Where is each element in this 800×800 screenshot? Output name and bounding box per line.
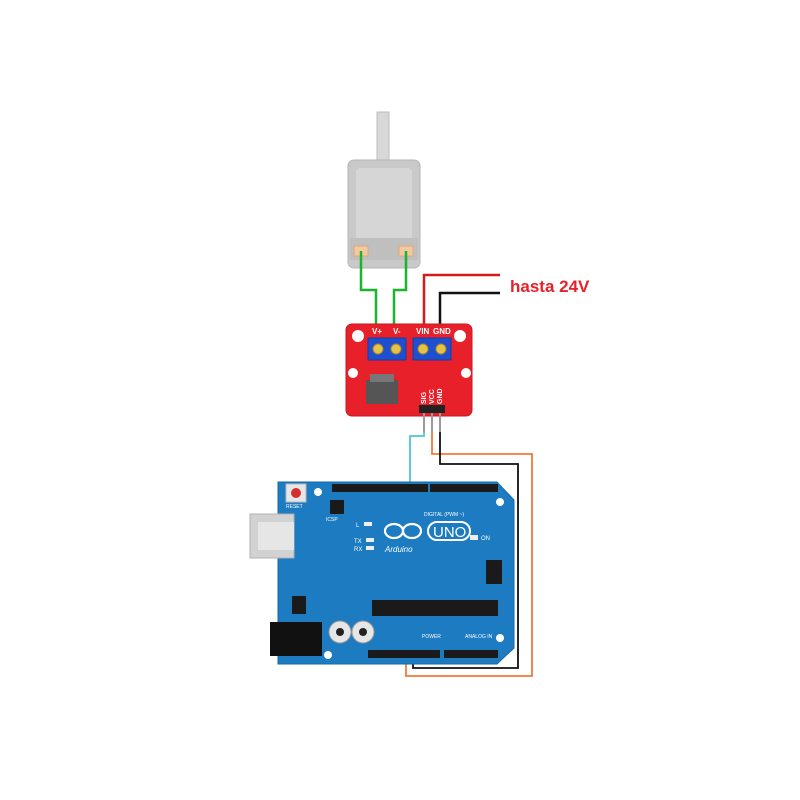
analog-label: ANALOG IN [465, 634, 493, 640]
board-hole [496, 498, 504, 506]
label-v-minus: V- [393, 327, 401, 336]
header-pins [419, 405, 445, 413]
label-sig: SIG [421, 391, 428, 404]
label-vcc: VCC [429, 389, 436, 404]
power-jack [270, 622, 322, 656]
supply-wire-positive [422, 273, 500, 338]
board-hole [314, 488, 322, 496]
capacitor-top [336, 628, 344, 636]
label-vin: VIN [416, 327, 430, 336]
mount-hole [454, 330, 466, 342]
screw-terminal-supply [412, 337, 452, 361]
label-header-gnd: GND [437, 388, 444, 404]
microcontroller-chip [372, 600, 498, 616]
signal-wire [409, 432, 425, 490]
icsp-header-small [330, 500, 344, 514]
screw [390, 343, 402, 355]
motor-body-highlight [356, 168, 412, 248]
motor-wire-minus [392, 251, 408, 330]
mosfet-tab [370, 374, 394, 382]
logo-model: UNO [433, 524, 466, 541]
led-rx-label: RX [354, 547, 362, 553]
voltage-regulator [292, 596, 306, 614]
logo-brand: Arduino [384, 545, 413, 554]
module-pcb [345, 323, 473, 417]
mosfet-driver-module: V+ V- VIN GND SIG VCC GND [345, 323, 473, 417]
digital-label: DIGITAL (PWM ~) [424, 512, 464, 518]
mount-hole [461, 368, 471, 378]
digital-header-right [430, 484, 498, 492]
led-l [364, 522, 372, 526]
mount-hole [352, 330, 364, 342]
analog-header [444, 650, 498, 658]
gnd-wire [412, 432, 519, 669]
reset-label: RESET [286, 504, 303, 510]
board-hole [324, 651, 332, 659]
mount-hole [348, 368, 358, 378]
led-tx-label: TX [354, 539, 362, 545]
icsp-label: ICSP [326, 517, 338, 523]
led-rx [366, 546, 374, 550]
usb-connector-inner [258, 522, 294, 550]
screw-terminal-motor [367, 337, 407, 361]
supply-wire-ground [438, 291, 500, 338]
mosfet-chip [366, 380, 398, 404]
led-on [470, 535, 478, 540]
board-hole [496, 634, 504, 642]
arduino-uno-board: RESET DIGITAL (PWM ~) ICSP L TX RX UNO A… [249, 481, 515, 665]
supply-voltage-label: hasta 24V [510, 277, 590, 296]
digital-header-left [332, 484, 428, 492]
capacitor-top [359, 628, 367, 636]
arduino-logo: UNO Arduino [383, 521, 471, 554]
motor-wire-plus [359, 251, 378, 330]
screw [417, 343, 429, 355]
screw [435, 343, 447, 355]
led-l-label: L [356, 523, 360, 529]
icsp-header [486, 560, 502, 584]
label-v-plus: V+ [372, 327, 382, 336]
vcc-wire [405, 432, 533, 677]
reset-button-cap [291, 488, 301, 498]
dc-motor [347, 111, 421, 269]
led-tx [366, 538, 374, 542]
label-gnd: GND [433, 327, 451, 336]
power-header [368, 650, 440, 658]
board-pcb [277, 481, 515, 665]
led-on-label: ON [481, 536, 490, 542]
logo-loop-right [401, 522, 423, 540]
screw [372, 343, 384, 355]
power-label: POWER [422, 634, 441, 640]
logo-model-pill [427, 521, 471, 541]
